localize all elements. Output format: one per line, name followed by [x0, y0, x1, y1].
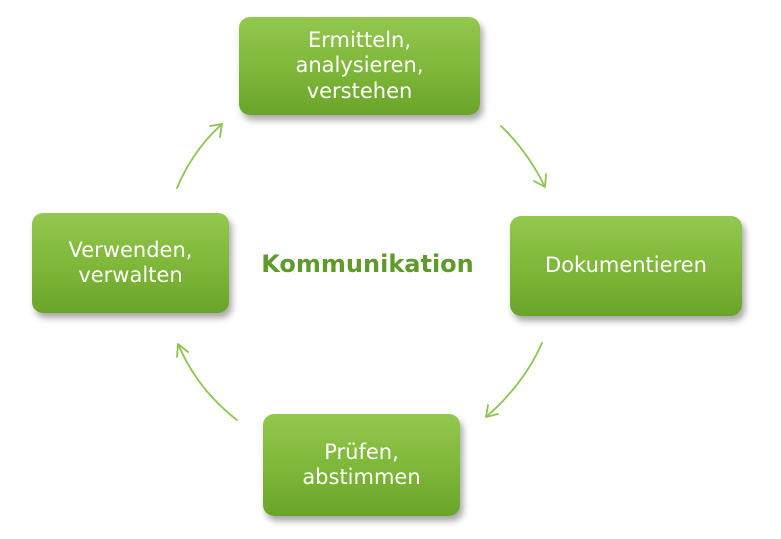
arrow-bottom-to-left [176, 343, 238, 421]
arrow-top-to-right [500, 125, 547, 188]
arrow-right-to-bottom [485, 342, 543, 418]
arrow-left-to-top [176, 123, 223, 189]
node-verwenden: Verwenden, verwalten [32, 213, 229, 313]
node-ermitteln: Ermitteln, analysieren, verstehen [239, 17, 480, 115]
center-label: Kommunikation [261, 250, 474, 278]
node-dokumentieren: Dokumentieren [510, 216, 742, 316]
node-pruefen: Prüfen, abstimmen [263, 414, 460, 516]
